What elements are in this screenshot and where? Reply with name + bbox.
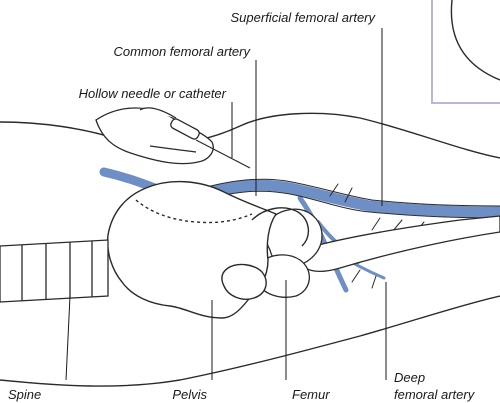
label-common-femoral-artery: Common femoral artery: [113, 44, 251, 59]
label-femur: Femur: [292, 387, 330, 402]
superficial-femoral-artery-vessel: [370, 206, 500, 212]
label-deep-femoral-artery-line1: Deep: [394, 370, 425, 385]
label-pelvis: Pelvis: [172, 387, 207, 402]
inset-panel: [432, 0, 500, 103]
label-superficial-femoral-artery: Superficial femoral artery: [231, 10, 377, 25]
label-hollow-needle-or-catheter: Hollow needle or catheter: [79, 86, 227, 101]
hand-with-needle: [96, 108, 250, 168]
femur-bone: [257, 209, 500, 297]
label-deep-femoral-artery-line2: femoral artery: [394, 387, 476, 402]
label-spine: Spine: [8, 387, 41, 402]
spine-bone: [0, 240, 108, 302]
